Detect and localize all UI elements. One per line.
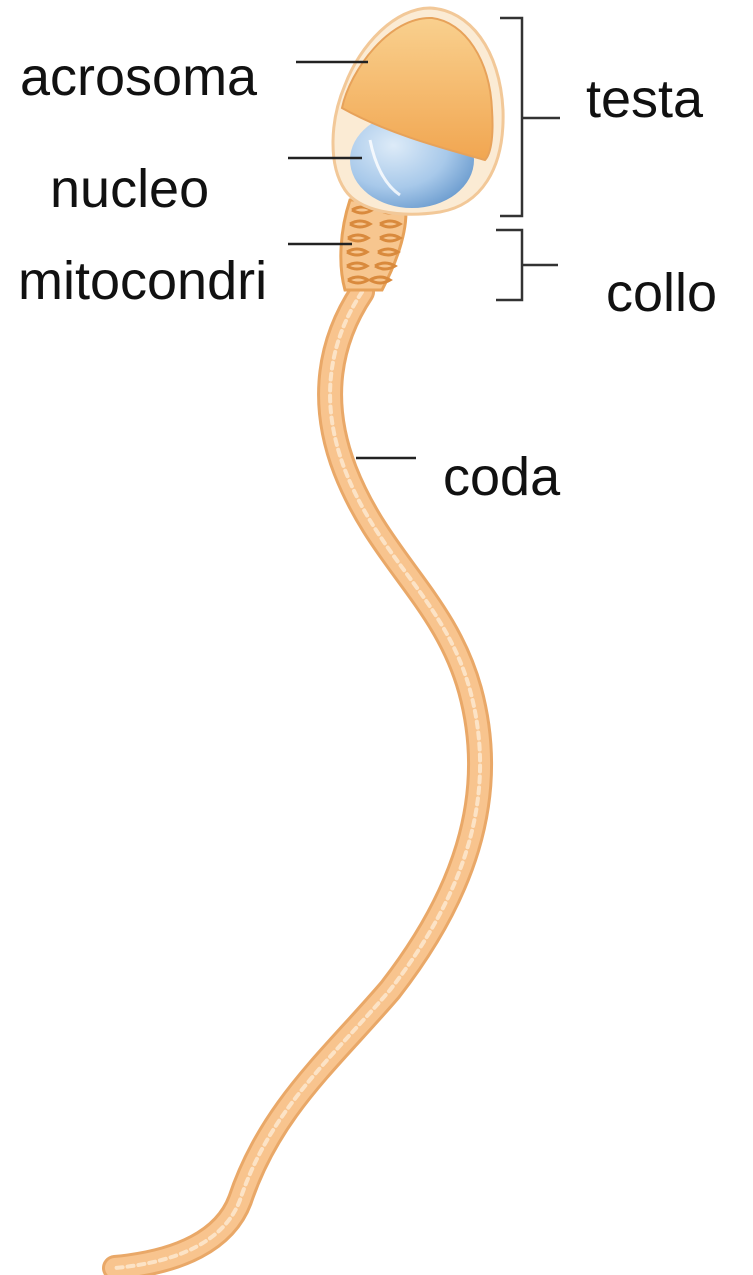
tail-center-line	[115, 292, 480, 1268]
label-collo: collo	[606, 266, 717, 320]
bracket-collo	[496, 230, 558, 300]
label-mitocondri: mitocondri	[18, 254, 267, 308]
bracket-testa	[500, 18, 560, 216]
label-acrosoma: acrosoma	[20, 50, 257, 104]
label-testa: testa	[586, 72, 703, 126]
head	[333, 8, 503, 214]
label-coda: coda	[443, 450, 560, 504]
tail-body	[115, 292, 480, 1268]
tail	[115, 292, 480, 1268]
tail-outline	[115, 292, 480, 1268]
label-nucleo: nucleo	[50, 162, 209, 216]
